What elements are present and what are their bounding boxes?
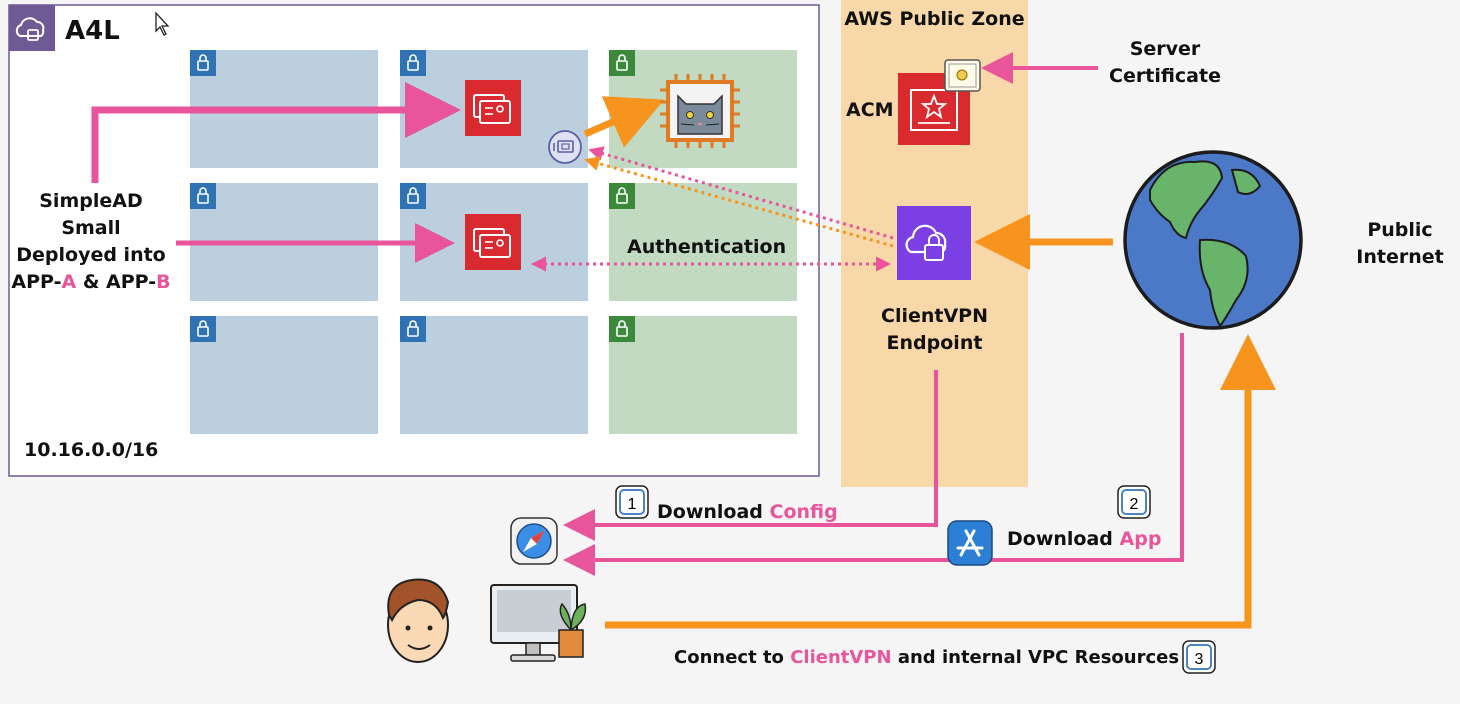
ec2-cat-instance-icon bbox=[660, 74, 740, 148]
mouse-cursor-icon bbox=[155, 11, 170, 36]
download-app-arrow bbox=[563, 333, 1184, 576]
step-1-badge: 1 bbox=[615, 485, 649, 519]
user-avatar-icon bbox=[387, 578, 450, 663]
app-a-prefix: APP- bbox=[11, 271, 62, 293]
step-3-badge: 3 bbox=[1182, 640, 1216, 674]
step-2-number: 2 bbox=[1130, 496, 1139, 513]
directory-service-icon bbox=[465, 80, 521, 136]
simplead-arrow-app-a bbox=[91, 82, 461, 183]
app-a-highlight: A bbox=[61, 271, 77, 293]
endpoint-line: Endpoint bbox=[886, 332, 983, 354]
subnet-lock-icon bbox=[190, 183, 216, 209]
step-3-prefix: Connect to bbox=[674, 647, 791, 668]
subnet bbox=[609, 316, 797, 434]
vpc-name: A4L bbox=[65, 16, 120, 46]
connect-vpn-arrow bbox=[605, 334, 1276, 629]
server-certificate-line: Server bbox=[1129, 38, 1201, 60]
endpoint-line: ClientVPN bbox=[881, 305, 988, 327]
globe-icon bbox=[1123, 150, 1303, 330]
subnet-lock-icon bbox=[609, 183, 635, 209]
step-2-text: Download bbox=[1007, 528, 1120, 550]
certificate-icon bbox=[944, 59, 981, 92]
directory-service-icon bbox=[465, 214, 521, 270]
public-zone-title: AWS Public Zone bbox=[844, 8, 1025, 30]
public-internet-line: Internet bbox=[1356, 246, 1444, 268]
simplead-line: Small bbox=[61, 217, 121, 239]
eni-dotted-pink bbox=[588, 146, 894, 240]
step-3-suffix: and internal VPC Resources bbox=[891, 647, 1180, 668]
desktop-computer-icon[interactable] bbox=[490, 584, 587, 662]
public-internet-line: Public bbox=[1367, 219, 1433, 241]
subnet-lock-icon bbox=[609, 50, 635, 76]
step-1-highlight: Config bbox=[769, 501, 838, 523]
server-certificate-line: Certificate bbox=[1109, 65, 1221, 87]
step-2-label: Download App bbox=[1007, 526, 1161, 553]
simplead-line: SimpleAD bbox=[39, 190, 143, 212]
simplead-apps: APP-A & APP-B bbox=[8, 269, 174, 296]
subnet-lock-icons bbox=[190, 50, 635, 342]
step-2-badge: 2 bbox=[1117, 485, 1151, 519]
app-b-prefix: APP- bbox=[106, 271, 157, 293]
step-3-label: Connect to ClientVPN and internal VPC Re… bbox=[674, 644, 1179, 671]
subnet-lock-icon bbox=[400, 316, 426, 342]
subnet-lock-icon bbox=[190, 50, 216, 76]
server-certificate-label: Server Certificate bbox=[1090, 36, 1240, 90]
public-internet-label: Public Internet bbox=[1340, 217, 1460, 271]
safari-icon[interactable] bbox=[510, 517, 558, 565]
subnet-lock-icon bbox=[609, 316, 635, 342]
download-config-arrow bbox=[563, 370, 938, 541]
app-b-highlight: B bbox=[156, 271, 171, 293]
subnet bbox=[609, 183, 797, 301]
client-vpn-icon bbox=[897, 206, 971, 280]
eni-to-ec2-arrow bbox=[583, 96, 665, 148]
app-store-icon[interactable] bbox=[947, 520, 993, 566]
simplead-line: Deployed into bbox=[16, 244, 166, 266]
step-1-text: Download bbox=[657, 501, 770, 523]
client-vpn-endpoint-label: ClientVPN Endpoint bbox=[841, 303, 1028, 357]
subnet-lock-icon bbox=[400, 50, 426, 76]
vpc-cidr: 10.16.0.0/16 bbox=[24, 439, 159, 461]
network-interface-icon bbox=[548, 130, 582, 164]
step-1-number: 1 bbox=[628, 496, 637, 513]
authentication-label: Authentication bbox=[627, 236, 787, 258]
subnet-lock-icon bbox=[190, 316, 216, 342]
step-2-highlight: App bbox=[1119, 528, 1162, 550]
acm-label: ACM bbox=[846, 99, 894, 121]
app-and: & bbox=[76, 271, 107, 293]
step-3-highlight: ClientVPN bbox=[790, 647, 892, 668]
subnet bbox=[190, 316, 378, 434]
step-1-label: Download Config bbox=[657, 499, 838, 526]
step-3-number: 3 bbox=[1195, 651, 1204, 668]
cloud-lock-icon bbox=[9, 5, 55, 51]
subnet-lock-icon bbox=[400, 183, 426, 209]
simplead-label: SimpleAD Small Deployed into APP-A & APP… bbox=[8, 188, 174, 296]
subnet bbox=[400, 316, 588, 434]
